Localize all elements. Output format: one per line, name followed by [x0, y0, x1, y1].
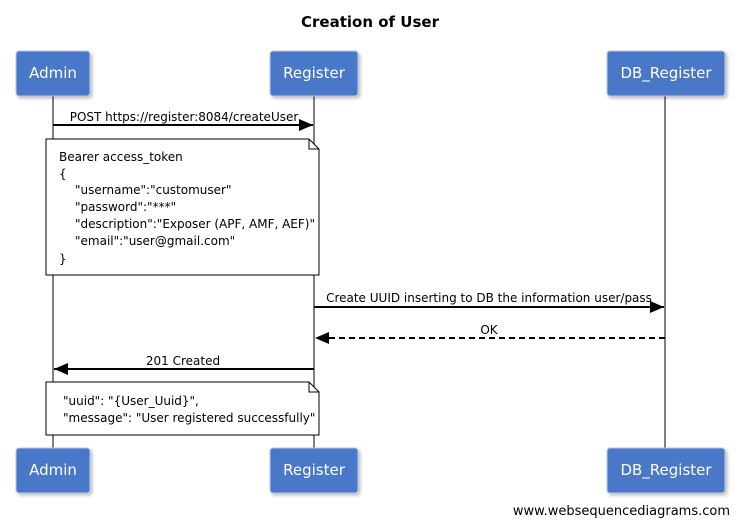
- actor-db-register-bottom: DB_Register: [606, 447, 726, 494]
- message-label-ok: OK: [480, 323, 498, 337]
- actor-label: Admin: [29, 461, 77, 479]
- note-line: "password":"***": [75, 200, 176, 214]
- actor-label: DB_Register: [620, 64, 712, 83]
- actor-db-register-top: DB_Register: [606, 50, 726, 97]
- actor-register-top: Register: [269, 50, 359, 97]
- message-label-post: POST https://register:8084/createUser: [70, 110, 299, 124]
- note-line: "username":"customuser": [75, 183, 231, 197]
- actor-admin-top: Admin: [15, 50, 91, 97]
- actor-label: Admin: [29, 64, 77, 82]
- actor-label: Register: [283, 64, 346, 82]
- note-line: }: [59, 252, 67, 266]
- note-line: "message": "User registered successfully…: [63, 411, 315, 425]
- actor-label: DB_Register: [620, 461, 712, 480]
- note-line: "description":"Exposer (APF, AMF, AEF)": [75, 217, 315, 231]
- diagram-title: Creation of User: [301, 13, 440, 31]
- note-line: "uuid": "{User_Uuid}",: [63, 394, 199, 408]
- actor-admin-bottom: Admin: [15, 447, 91, 494]
- watermark-link[interactable]: www.websequencediagrams.com: [513, 504, 730, 519]
- note-line: {: [59, 167, 67, 181]
- actor-register-bottom: Register: [269, 447, 359, 494]
- actor-label: Register: [283, 461, 346, 479]
- note-line: "email":"user@gmail.com": [75, 234, 235, 248]
- message-label-create-uuid: Create UUID inserting to DB the informat…: [326, 291, 652, 305]
- note-response: "uuid": "{User_Uuid}", "message": "User …: [45, 381, 320, 436]
- note-request: Bearer access_token { "username":"custom…: [45, 138, 320, 276]
- message-label-created: 201 Created: [146, 354, 220, 368]
- note-line: Bearer access_token: [59, 150, 183, 164]
